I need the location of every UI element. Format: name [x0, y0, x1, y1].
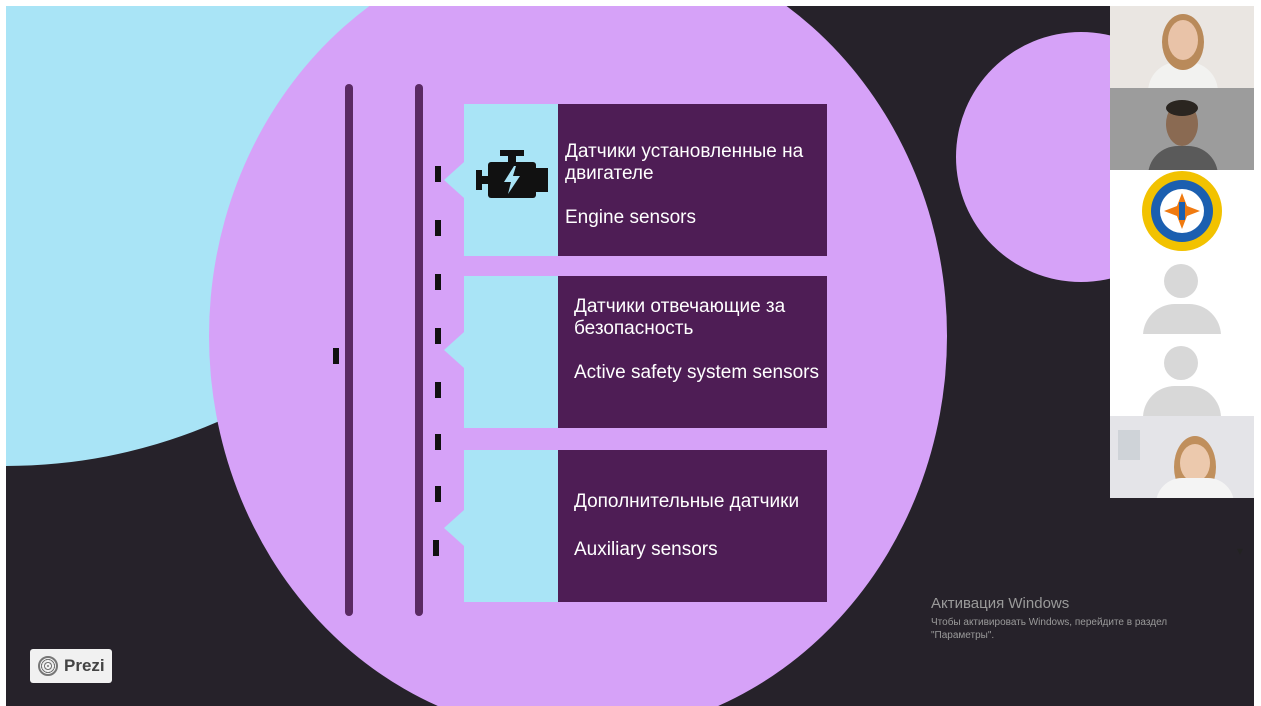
card-2-en-label: Active safety system sensors	[574, 362, 819, 383]
prezi-label: Prezi	[64, 656, 105, 675]
participant-video-tile[interactable]	[1110, 6, 1254, 88]
presentation-stage: Датчики установленные на двигателе Engin…	[6, 6, 1254, 706]
emergency-emblem-icon	[1142, 171, 1222, 251]
timeline-tick	[435, 328, 441, 344]
timeline-tick	[435, 486, 441, 502]
participant-video-tile[interactable]	[1110, 334, 1254, 416]
card-1-image-panel	[464, 104, 558, 256]
video-participants-strip	[1110, 6, 1254, 498]
participant-video-tile[interactable]	[1110, 88, 1254, 170]
user-placeholder-icon	[1164, 346, 1198, 380]
person-face	[1180, 444, 1210, 482]
timeline-tick	[435, 166, 441, 182]
person-video	[1148, 146, 1218, 170]
person-face	[1168, 20, 1198, 60]
card-1-en-label: Engine sensors	[565, 207, 696, 228]
timeline-tick	[435, 382, 441, 398]
card-1-ru-label: Датчики установленные на двигателе	[565, 141, 804, 184]
card-3: Дополнительные датчики Auxiliary sensors	[558, 450, 827, 602]
prezi-badge[interactable]: Prezi	[30, 649, 112, 683]
card-3-image-panel	[464, 450, 558, 602]
card-3-ru-label: Дополнительные датчики	[574, 491, 800, 512]
windows-activation-watermark: Активация Windows Чтобы активировать Win…	[931, 595, 1221, 642]
card-1: Датчики установленные на двигателе Engin…	[558, 104, 827, 256]
windows-activation-subtitle: Чтобы активировать Windows, перейдите в …	[931, 617, 1168, 641]
timeline-tick	[433, 540, 439, 556]
background-poster	[1118, 430, 1140, 460]
card-3-notch	[444, 510, 464, 546]
participant-video-tile[interactable]	[1110, 416, 1254, 498]
windows-activation-title: Активация Windows	[931, 595, 1070, 612]
participant-video-tile[interactable]	[1110, 170, 1254, 252]
card-2-notch	[444, 332, 464, 368]
timeline-tick	[435, 434, 441, 450]
user-placeholder-body	[1143, 304, 1221, 334]
chevron-down-icon[interactable]: ▾	[1237, 544, 1244, 558]
timeline-tick	[333, 348, 339, 364]
engine-icon	[476, 150, 548, 198]
user-placeholder-icon	[1164, 264, 1198, 298]
timeline-bar-inner	[415, 84, 423, 616]
participant-video-tile[interactable]	[1110, 252, 1254, 334]
timeline-tick	[435, 274, 441, 290]
card-1-notch	[444, 162, 464, 198]
timeline-tick	[435, 220, 441, 236]
user-placeholder-body	[1143, 386, 1221, 416]
timeline-bar-outer	[345, 84, 353, 616]
person-video	[1156, 478, 1234, 498]
prezi-logo-icon	[38, 656, 58, 676]
card-3-en-label: Auxiliary sensors	[574, 539, 718, 560]
card-2-ru-label: Датчики отвечающие за безопасность	[574, 296, 786, 339]
card-2-image-panel	[464, 276, 558, 428]
person-hair	[1166, 100, 1198, 116]
card-2: Датчики отвечающие за безопасность Activ…	[558, 276, 827, 428]
